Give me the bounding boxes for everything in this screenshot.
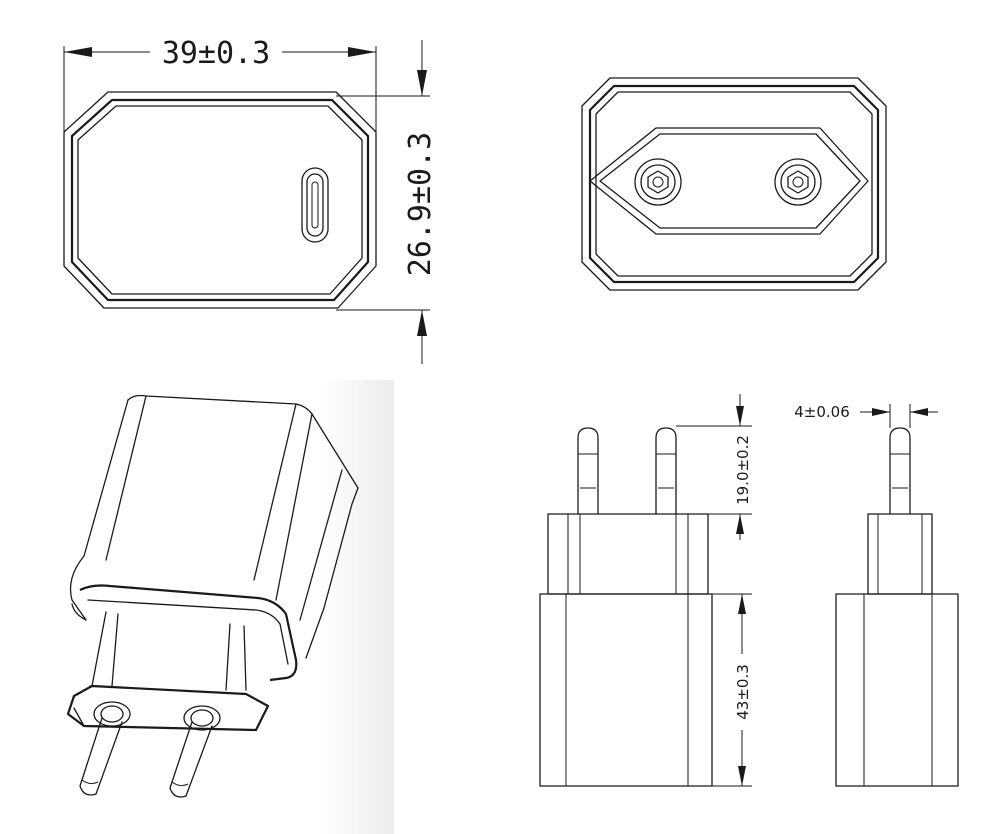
dimension-label-width: 39±0.3 — [162, 36, 270, 71]
dimension-label-pin-diameter: 4±0.06 — [794, 403, 850, 421]
isometric-pin-right — [169, 705, 221, 798]
side-pin-right — [655, 427, 677, 515]
dimension-front-height: 26.9±0.3 — [336, 40, 438, 364]
usb-c-port — [301, 167, 329, 243]
dimension-pin-length: 19.0±0.2 — [676, 394, 752, 540]
back-view — [581, 77, 887, 291]
dimension-label-height: 26.9±0.3 — [403, 132, 438, 277]
dimension-label-pin-length: 19.0±0.2 — [734, 435, 752, 505]
plug-socket-recess — [589, 127, 869, 235]
isometric-panel-shade — [322, 380, 394, 834]
end-pin — [889, 427, 911, 515]
isometric-pin-left — [79, 701, 131, 796]
side-pin-left — [577, 427, 599, 515]
dimension-pin-diameter: 4±0.06 — [794, 403, 938, 428]
dimension-body-height: 43±0.3 — [712, 593, 752, 787]
dimension-label-body-height: 43±0.3 — [734, 664, 752, 720]
side-view: 19.0±0.2 43±0.3 — [539, 394, 752, 787]
dimension-front-width: 39±0.3 — [63, 36, 377, 132]
pin-hole-right — [774, 158, 822, 206]
end-view: 4±0.06 — [794, 403, 959, 787]
pin-hole-left — [634, 158, 682, 206]
isometric-view — [66, 380, 394, 834]
front-view: 39±0.3 26.9±0.3 — [63, 36, 438, 364]
